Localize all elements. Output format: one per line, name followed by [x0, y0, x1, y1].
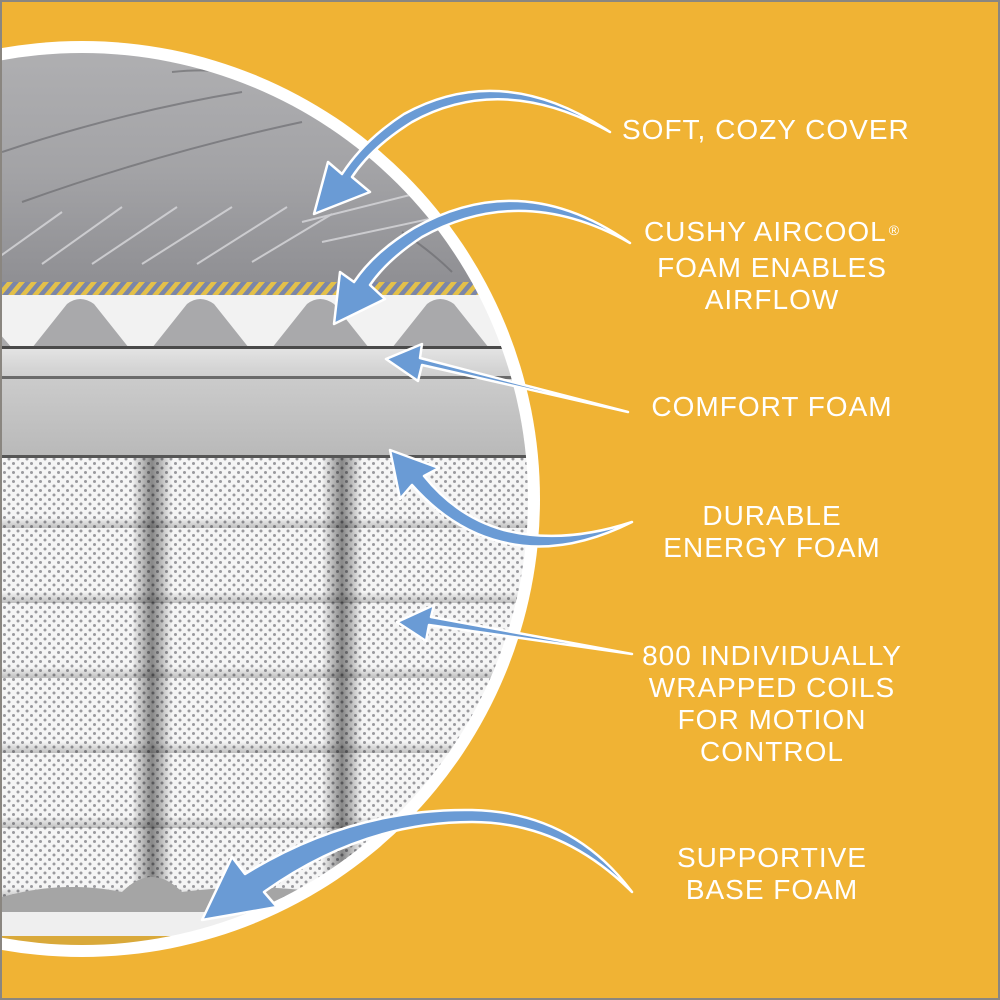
- coil-gap-1: [132, 458, 172, 898]
- arrow-comfort: [384, 342, 630, 414]
- arrow-durable: [388, 448, 634, 548]
- aircool-line-1: CUSHY AIRCOOL: [643, 216, 887, 247]
- arrow-cover: [312, 89, 612, 216]
- label-wrapped-coils: 800 INDIVIDUALLY WRAPPED COILS FOR MOTIO…: [642, 640, 902, 767]
- registered-mark: ®: [888, 222, 901, 238]
- label-soft-cozy-cover: SOFT, COZY COVER: [622, 114, 910, 145]
- label-supportive-base-foam: SUPPORTIVE BASE FOAM: [677, 842, 867, 905]
- label-cushy-aircool-foam: CUSHY AIRCOOL® FOAM ENABLES AIRFLOW: [643, 216, 901, 315]
- arrow-base: [200, 808, 634, 922]
- label-durable-energy-foam: DURABLE ENERGY FOAM: [663, 500, 881, 563]
- coil-band-shading: [2, 458, 528, 898]
- arrow-aircool: [332, 199, 632, 326]
- supportive-base-foam-layer: [2, 912, 528, 936]
- durable-energy-foam-layer: [2, 379, 528, 457]
- callout-arrows: [200, 89, 634, 922]
- rope-trim: [2, 282, 528, 295]
- label-comfort-foam: COMFORT FOAM: [651, 391, 893, 422]
- cross-section-layers: [2, 53, 528, 945]
- arrow-coils: [395, 603, 634, 656]
